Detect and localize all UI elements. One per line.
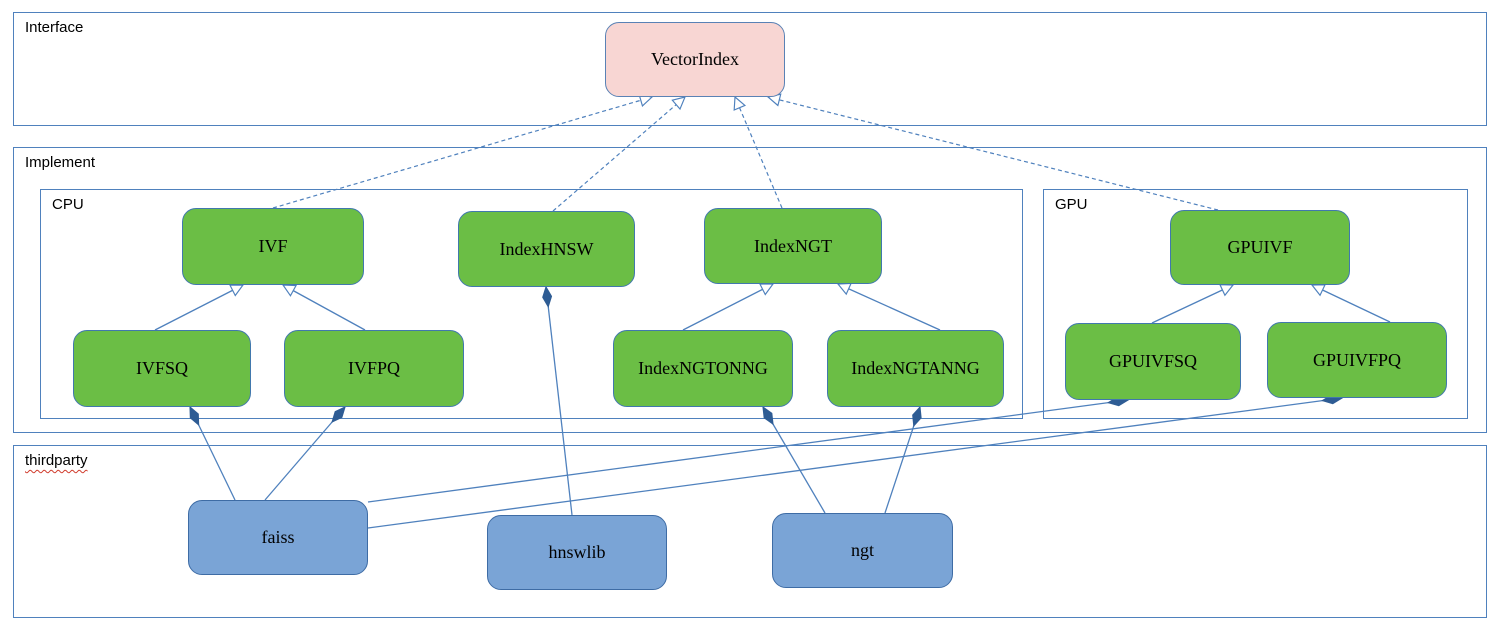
- node-faiss-label: faiss: [261, 527, 295, 547]
- node-indexngt-label: IndexNGT: [754, 235, 832, 256]
- node-faiss[interactable]: faiss: [188, 500, 368, 575]
- node-ngt[interactable]: ngt: [772, 513, 953, 588]
- node-ivfpq[interactable]: IVFPQ: [284, 330, 464, 407]
- node-gpuivfsq[interactable]: GPUIVFSQ: [1065, 323, 1241, 400]
- node-hnswlib[interactable]: hnswlib: [487, 515, 667, 590]
- node-indexngtonng[interactable]: IndexNGTONNG: [613, 330, 793, 407]
- node-vectorindex[interactable]: VectorIndex: [605, 22, 785, 97]
- node-ngt-label: ngt: [850, 540, 874, 560]
- node-indexngtanng[interactable]: IndexNGTANNG: [827, 330, 1004, 407]
- node-indexngtonng-label: IndexNGTONNG: [638, 358, 768, 378]
- node-gpuivf-label: GPUIVF: [1227, 237, 1293, 257]
- section-cpu-label: CPU: [52, 196, 84, 213]
- node-ivfpq-label: IVFPQ: [347, 358, 400, 378]
- node-gpuivfpq[interactable]: GPUIVFPQ: [1267, 322, 1447, 398]
- node-gpuivfsq-label: GPUIVFSQ: [1108, 351, 1198, 371]
- section-interface-label: Interface: [25, 19, 84, 36]
- node-ivfsq[interactable]: IVFSQ: [73, 330, 251, 407]
- section-implement-label: Implement: [25, 154, 96, 171]
- node-indexhnsw[interactable]: IndexHNSW: [458, 211, 635, 287]
- node-gpuivf[interactable]: GPUIVF: [1170, 210, 1350, 285]
- node-hnswlib-label: hnswlib: [548, 542, 606, 562]
- node-ivfsq-label: IVFSQ: [135, 358, 188, 378]
- node-ivf-label: IVF: [258, 236, 288, 256]
- node-vectorindex-label: VectorIndex: [651, 49, 739, 69]
- node-indexhnsw-label: IndexHNSW: [499, 238, 594, 259]
- section-gpu-label: GPU: [1055, 196, 1088, 213]
- node-indexngtanng-label: IndexNGTANNG: [851, 358, 980, 378]
- node-indexngt[interactable]: IndexNGT: [704, 208, 882, 284]
- section-thirdparty-label: thirdparty: [25, 452, 88, 469]
- node-ivf[interactable]: IVF: [182, 208, 364, 285]
- node-gpuivfpq-label: GPUIVFPQ: [1312, 349, 1402, 370]
